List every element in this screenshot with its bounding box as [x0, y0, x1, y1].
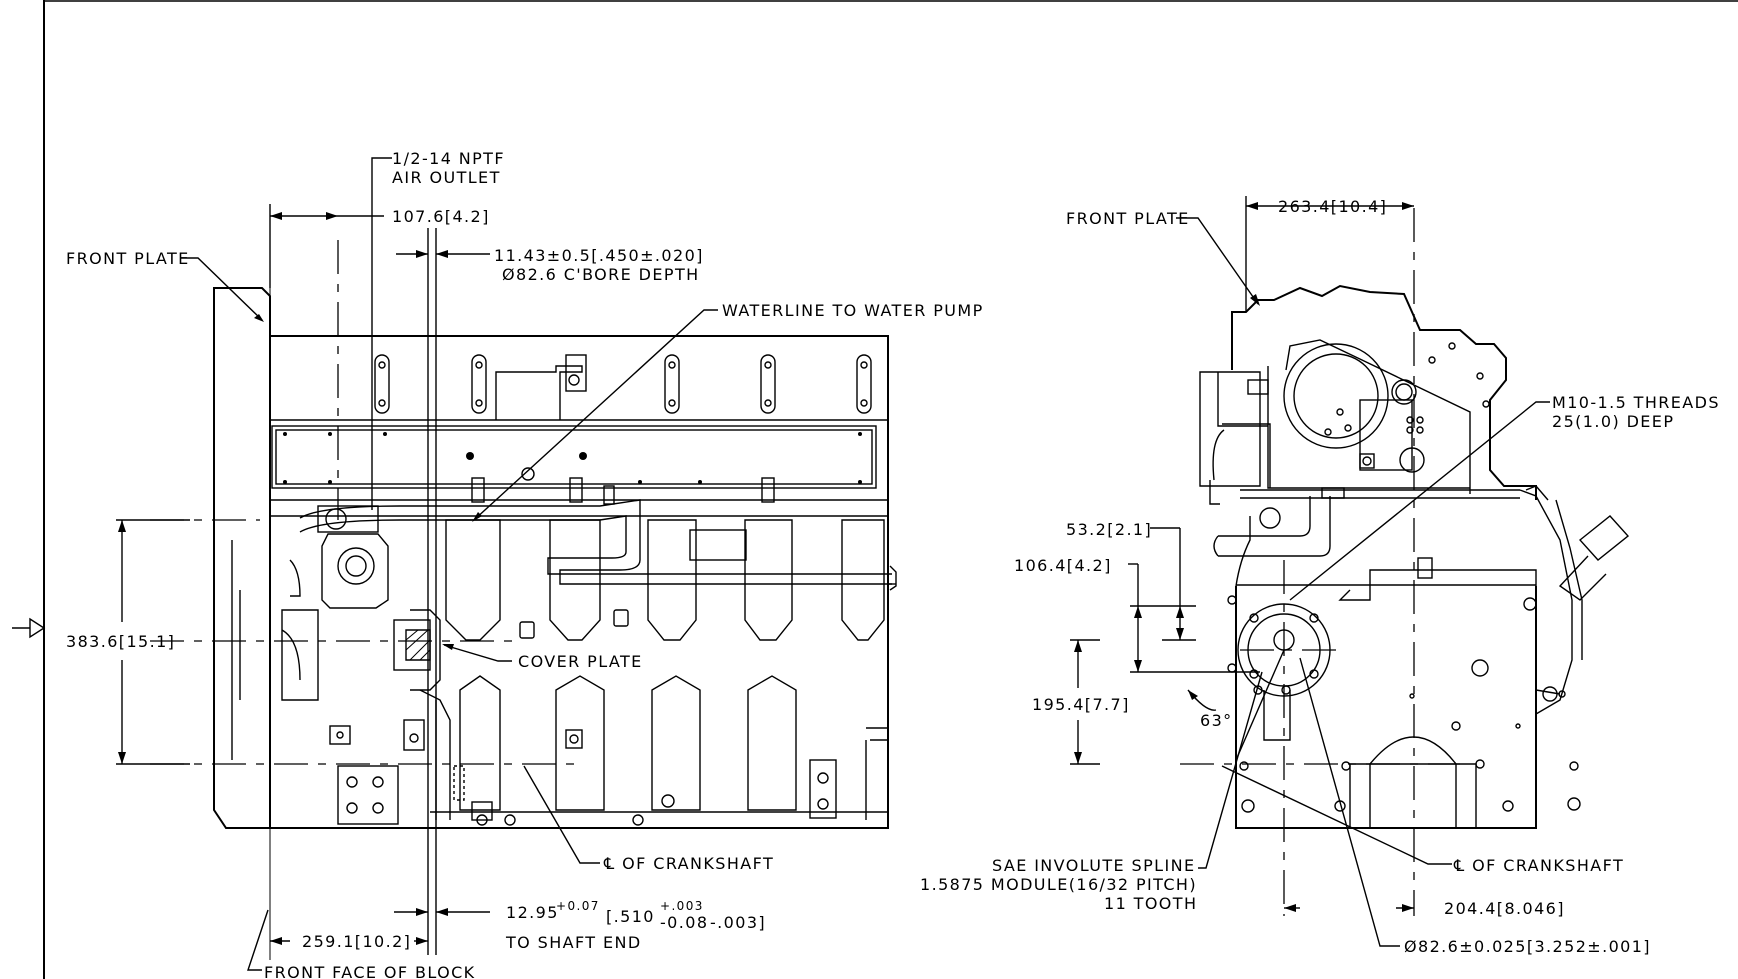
shaft-end-label: TO SHAFT END [505, 933, 642, 952]
dim-107: 107.6[4.2] [392, 207, 490, 226]
dim-195: 195.4[7.7] [1032, 695, 1130, 714]
spline-line-3: 11 TOOTH [1104, 894, 1197, 913]
spline-line-2: 1.5875 MODULE(16/32 PITCH) [920, 875, 1197, 894]
engine-side-view [150, 240, 897, 829]
dim-259: 259.1[10.2] [302, 932, 411, 951]
dim-106: 106.4[4.2] [1014, 556, 1112, 575]
dim-263: 263.4[10.4] [1278, 197, 1387, 216]
front-plate-right: FRONT PLATE [1066, 209, 1190, 228]
waterline-label: WATERLINE TO WATER PUMP [722, 301, 984, 320]
cl-crank-left: ℄ OF CRANKSHAFT [603, 854, 774, 873]
threads-line-2: 25(1.0) DEEP [1552, 412, 1674, 431]
shaft-dim-base: 12.95 [506, 903, 559, 922]
right-labels: FRONT PLATE 263.4[10.4] M10-1.5 THREADS … [920, 197, 1720, 956]
air-outlet-line-2: AIR OUTLET [392, 168, 501, 187]
dim-diam: Ø82.6±0.025[3.252±.001] [1404, 937, 1651, 956]
shaft-tol-up: +0.07 [556, 899, 600, 913]
right-dimensions [1070, 196, 1550, 947]
left-labels: 1/2-14 NPTF AIR OUTLET 107.6[4.2] 11.43±… [66, 149, 984, 979]
cbore-line-2: Ø82.6 C'BORE DEPTH [502, 265, 700, 284]
datum-arrow-icon [12, 617, 46, 639]
threads-line-1: M10-1.5 THREADS [1552, 393, 1720, 412]
shaft-tol-down: -0.08 [660, 913, 708, 932]
cl-crank-right: ℄ OF CRANKSHAFT [1453, 856, 1624, 875]
front-plate-left: FRONT PLATE [66, 249, 190, 268]
sheet-border [43, 0, 1738, 979]
air-outlet-line-1: 1/2-14 NPTF [392, 149, 505, 168]
shaft-tol-in-down: -.003] [710, 913, 766, 932]
shaft-bracket: [.510 [606, 907, 655, 926]
engine-front-view [1180, 208, 1630, 916]
front-face-label: FRONT FACE OF BLOCK [264, 963, 476, 979]
cover-plate-label: COVER PLATE [518, 652, 643, 671]
shaft-tol-in-up: +.003 [660, 899, 704, 913]
spline-line-1: SAE INVOLUTE SPLINE [992, 856, 1195, 875]
left-dimensions [116, 157, 718, 971]
dim-53: 53.2[2.1] [1066, 520, 1152, 539]
dim-383: 383.6[15.1] [66, 632, 175, 651]
cbore-line-1: 11.43±0.5[.450±.020] [494, 246, 704, 265]
dim-204: 204.4[8.046] [1444, 899, 1565, 918]
angle-63: 63° [1200, 711, 1233, 730]
